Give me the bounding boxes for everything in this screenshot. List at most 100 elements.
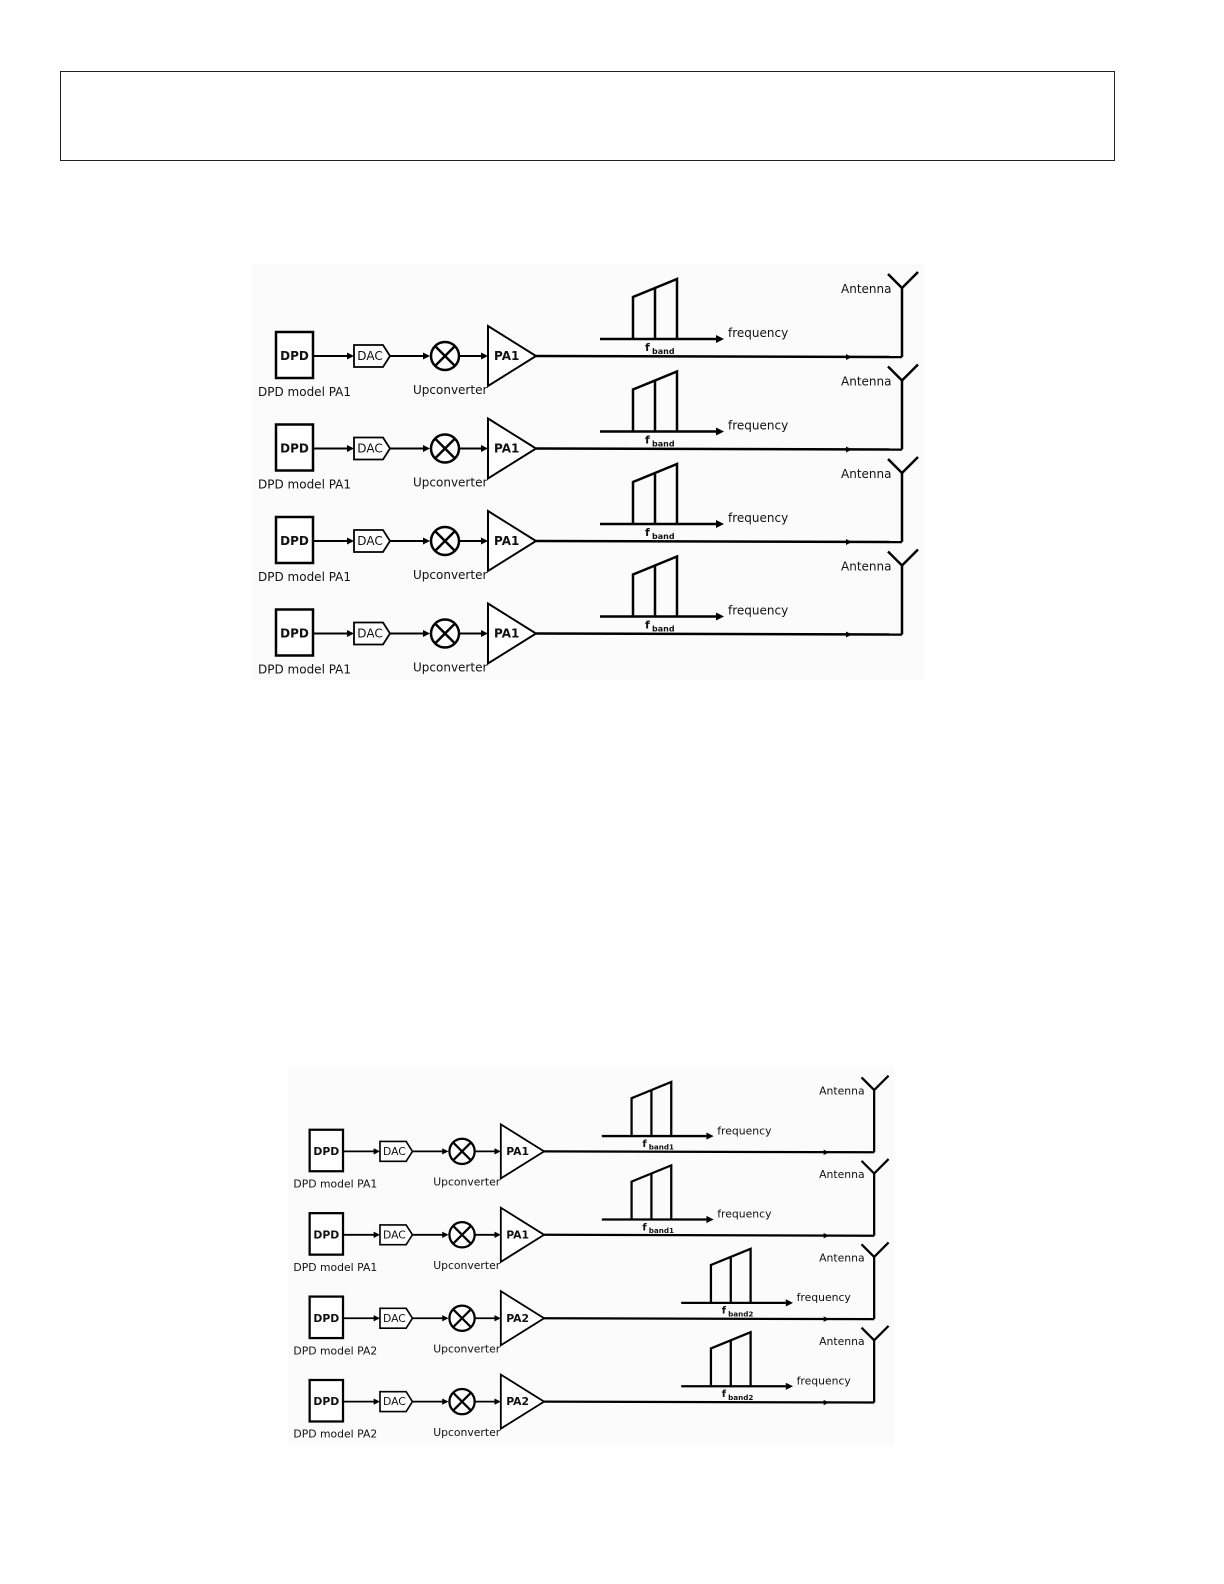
band-f-label: f: [722, 1306, 727, 1317]
arrow-head-icon: [494, 1231, 501, 1238]
antenna-icon: [901, 456, 919, 474]
dpd-block: [308, 1295, 345, 1340]
antenna-icon: [887, 365, 903, 382]
dac-label: DAC: [383, 1145, 406, 1158]
dac-block: [379, 1224, 414, 1246]
antenna-icon: [860, 1160, 875, 1175]
arrow-head-icon: [823, 1149, 830, 1155]
dpd-label: DPD: [313, 1395, 339, 1408]
antenna-icon: [860, 1076, 875, 1091]
arrow-head-icon: [785, 1382, 793, 1390]
dpd-model-label: DPD model PA1: [258, 385, 351, 399]
output-line: [535, 447, 903, 451]
dpd-model-label: DPD model PA1: [293, 1177, 377, 1190]
pa-label: PA1: [506, 1145, 529, 1158]
arrow-head-icon: [494, 1398, 501, 1405]
antenna-icon: [901, 548, 919, 567]
dac-block: [353, 621, 392, 646]
dpd-block: [274, 423, 315, 472]
arrow-head-icon: [423, 445, 430, 452]
pa-label: PA1: [494, 627, 519, 641]
dpd-model-label: DPD model PA1: [258, 478, 351, 492]
band-spectrum-shape: [630, 1163, 673, 1220]
output-line: [535, 354, 903, 359]
dpd-label: DPD: [280, 442, 309, 456]
dpd-block: [274, 330, 315, 380]
pa-label: PA1: [494, 534, 519, 548]
pa-label: PA1: [494, 442, 519, 456]
arrow-head-icon: [823, 1399, 830, 1406]
output-line: [544, 1317, 875, 1321]
arrow-head-icon: [481, 352, 488, 360]
dac-block: [379, 1307, 414, 1329]
pa-amplifier-icon: [499, 1122, 546, 1181]
mixer-cross-icon: [434, 530, 456, 552]
pa-label: PA1: [506, 1228, 529, 1241]
dpd-model-label: DPD model PA1: [258, 663, 351, 677]
arrow-head-icon: [716, 335, 724, 343]
header-box: [60, 71, 1115, 161]
dpd-model-label: DPD model PA2: [293, 1428, 377, 1441]
upconverter-label: Upconverter: [433, 1259, 501, 1272]
arrow-head-icon: [846, 354, 852, 360]
arrow-head-icon: [785, 1299, 793, 1307]
arrow-head-icon: [481, 630, 488, 637]
band-subscript-label: band: [652, 625, 675, 634]
antenna-label: Antenna: [841, 467, 891, 481]
antenna-icon: [860, 1243, 875, 1258]
band-subscript-label: band2: [728, 1309, 753, 1318]
antenna-label: Antenna: [819, 1251, 864, 1264]
frequency-label: frequency: [717, 1208, 772, 1221]
upconverter-label: Upconverter: [413, 383, 487, 397]
arrow-head-icon: [347, 352, 354, 360]
antenna-label: Antenna: [841, 375, 891, 389]
antenna-icon: [901, 271, 919, 289]
band-f-label: f: [722, 1389, 727, 1400]
upconverter-label: Upconverter: [413, 476, 487, 490]
upconverter-label: Upconverter: [433, 1176, 501, 1189]
upconverter-label: Upconverter: [413, 661, 487, 675]
dac-label: DAC: [383, 1228, 406, 1241]
output-line: [544, 1233, 875, 1237]
band-f-label: f: [645, 619, 650, 632]
antenna-icon: [887, 550, 903, 567]
antenna-icon: [873, 1325, 890, 1342]
antenna-icon: [901, 363, 919, 382]
arrow-head-icon: [423, 537, 430, 545]
dpd-block: [308, 1378, 345, 1423]
mixer-cross-icon: [452, 1308, 472, 1329]
dpd-label: DPD: [313, 1145, 339, 1158]
antenna-label: Antenna: [841, 560, 891, 574]
pa-amplifier-icon: [499, 1372, 546, 1431]
arrow-head-icon: [347, 537, 354, 545]
arrow-head-icon: [716, 520, 724, 528]
dpd-model-label: DPD model PA1: [258, 570, 351, 584]
arrow-head-icon: [373, 1231, 380, 1238]
dac-block: [353, 529, 392, 553]
antenna-label: Antenna: [819, 1335, 864, 1348]
arrow-head-icon: [442, 1315, 449, 1322]
dpd-label: DPD: [313, 1228, 339, 1241]
frequency-label: frequency: [728, 419, 788, 433]
output-line: [535, 632, 903, 636]
mixer-cross-icon: [452, 1224, 472, 1245]
antenna-icon: [873, 1158, 890, 1175]
mixer-cross-icon: [452, 1391, 472, 1412]
arrow-head-icon: [373, 1398, 380, 1405]
arrow-head-icon: [442, 1398, 449, 1405]
upconverter-label: Upconverter: [433, 1342, 501, 1355]
dac-block: [353, 436, 392, 461]
arrow-head-icon: [481, 445, 488, 452]
arrow-head-icon: [494, 1315, 501, 1322]
antenna-icon: [860, 1326, 875, 1342]
antenna-icon: [873, 1241, 890, 1258]
frequency-label: frequency: [797, 1291, 852, 1304]
dac-label: DAC: [357, 534, 382, 548]
band-subscript-label: band2: [728, 1393, 753, 1402]
